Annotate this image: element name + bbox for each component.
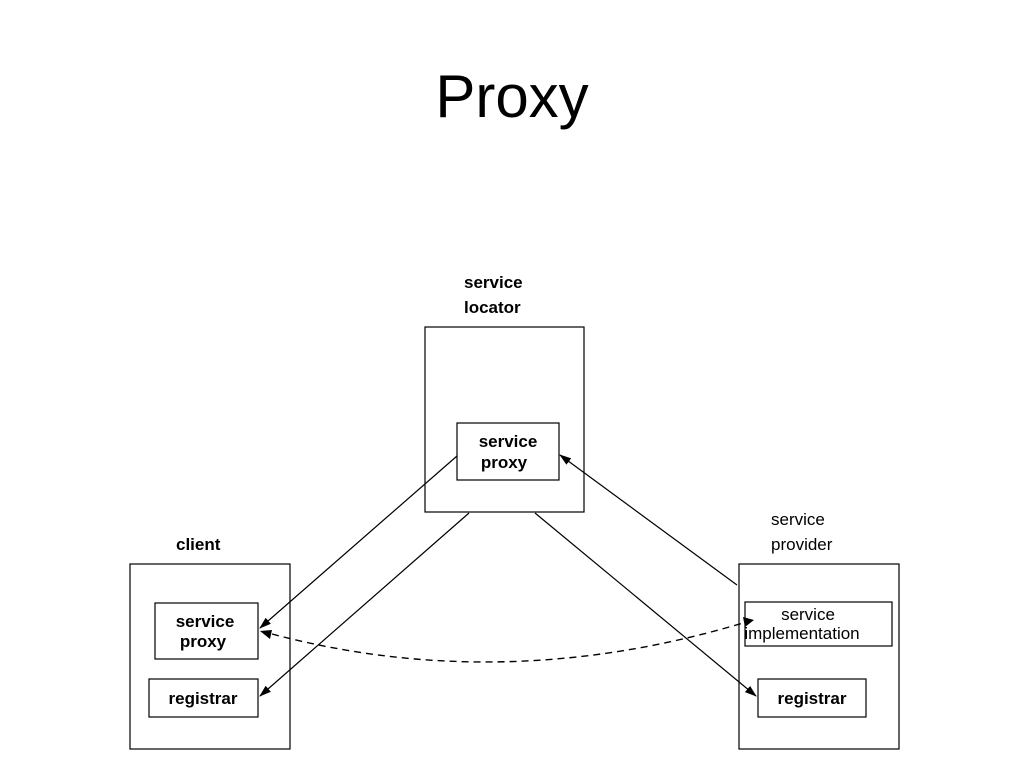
client-service-proxy-label-line1: service xyxy=(176,612,235,631)
service-provider-label-line1: service xyxy=(771,510,825,529)
client-service-proxy-box xyxy=(154,602,259,660)
service-provider-node: service provider service implementation … xyxy=(738,510,900,750)
client-service-proxy-label-line2: proxy xyxy=(180,632,227,651)
service-locator-node: service locator service proxy xyxy=(424,273,585,513)
arrow-provider-to-locator-proxy xyxy=(559,454,738,586)
slide-title: Proxy xyxy=(435,63,589,130)
arrow-locator-to-provider-registrar xyxy=(534,512,757,697)
service-provider-box xyxy=(738,563,900,750)
client-registrar-label: registrar xyxy=(169,689,238,708)
service-implementation-label-line2: implementation xyxy=(744,624,859,643)
service-implementation-label-line1: service xyxy=(781,605,835,624)
dashed-link-arrowhead-client xyxy=(260,630,272,639)
locator-service-proxy-box xyxy=(456,422,560,481)
locator-service-proxy-label-line1: service xyxy=(479,432,538,451)
service-provider-label-line2: provider xyxy=(771,535,833,554)
dashed-link-arrowhead-provider xyxy=(743,617,754,627)
client-node: client service proxy registrar xyxy=(129,535,291,750)
arrow-locator-proxy-to-client-proxy xyxy=(259,455,458,629)
client-registrar-box xyxy=(148,678,259,718)
client-label: client xyxy=(176,535,221,554)
service-locator-label-line2: locator xyxy=(464,298,521,317)
arrow-locator-to-client-registrar xyxy=(259,512,470,697)
dashed-proxy-to-implementation-link xyxy=(271,622,744,663)
client-box xyxy=(129,563,291,750)
provider-registrar-box xyxy=(757,678,867,718)
locator-service-proxy-label-line2: proxy xyxy=(481,453,528,472)
provider-registrar-label: registrar xyxy=(778,689,847,708)
service-locator-label-line1: service xyxy=(464,273,523,292)
service-locator-box xyxy=(424,326,585,513)
